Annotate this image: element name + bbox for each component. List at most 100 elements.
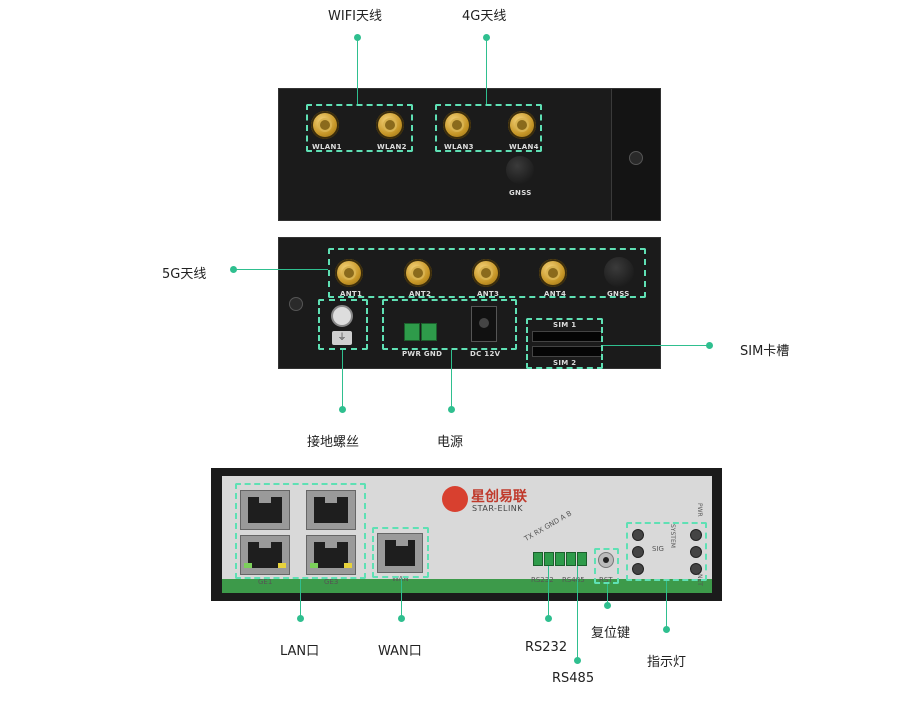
dc-jack	[471, 306, 497, 342]
ge1-label: GE1	[258, 578, 273, 586]
4g-antenna-leader	[486, 38, 487, 104]
ant3-connector	[472, 259, 500, 287]
ant4-label: ANT4	[544, 290, 567, 298]
brand-logo-icon	[442, 486, 468, 512]
wan-port-highlight	[372, 527, 429, 578]
ant4-connector	[539, 259, 567, 287]
lan-port-dot	[297, 615, 304, 622]
ground-screw-label: 接地螺丝	[307, 435, 360, 450]
wlan4-connector	[508, 111, 536, 139]
reset-button	[598, 552, 614, 568]
lan-led-1	[244, 563, 252, 568]
wifi-antenna-label: WIFI天线	[328, 9, 382, 24]
sig-indicator-label: SIG	[652, 545, 664, 553]
middle-gnss-label: GNSS	[607, 290, 630, 298]
wan-port	[377, 533, 423, 573]
wan-port-leader	[401, 578, 402, 617]
reset-highlight	[594, 548, 619, 584]
ground-screw-dot	[339, 406, 346, 413]
lan-port-2	[306, 490, 356, 530]
lan-port-highlight	[235, 483, 366, 579]
ant1-label: ANT1	[340, 290, 363, 298]
indicator-led-4	[690, 529, 702, 541]
lan-port-3	[240, 535, 290, 575]
ant2-label: ANT2	[409, 290, 432, 298]
pwr-terminal	[404, 323, 420, 341]
indicator-leader	[666, 581, 667, 628]
wlan2-connector	[376, 111, 404, 139]
5g-antenna-label: 5G天线	[162, 267, 207, 282]
indicator-dot	[663, 626, 670, 633]
wifi-antenna-leader	[357, 38, 358, 104]
lan-led-3	[310, 563, 318, 568]
wifi-antenna-highlight	[306, 104, 413, 152]
power-label: 电源	[437, 435, 464, 450]
ground-terminal	[331, 305, 353, 327]
wlan3-connector	[443, 111, 471, 139]
dc-12v-label: DC 12V	[470, 350, 501, 358]
4g-antenna-highlight	[435, 104, 542, 152]
sim2-label: SIM 2	[553, 359, 577, 367]
rs232-leader	[548, 566, 549, 617]
ge3-label: GE3	[324, 578, 339, 586]
top-device-panel	[278, 88, 661, 221]
lan-port-label: LAN口	[280, 644, 320, 659]
sim-slot-leader	[603, 345, 707, 346]
power-dot	[448, 406, 455, 413]
front-green-strip	[222, 579, 712, 593]
ground-screw-highlight	[318, 299, 368, 350]
rs232-label: RS232	[525, 640, 568, 655]
5g-antenna-dot	[230, 266, 237, 273]
ant2-connector	[404, 259, 432, 287]
reset-key-label: 复位键	[591, 626, 631, 641]
wan-port-label: WAN口	[378, 644, 422, 659]
reset-dot	[604, 602, 611, 609]
ant1-connector	[335, 259, 363, 287]
4g-antenna-dot	[483, 34, 490, 41]
sim-slot-highlight	[526, 318, 603, 369]
reset-leader	[607, 584, 608, 604]
brand-name-en: STAR-ELINK	[472, 504, 524, 513]
4g-antenna-label: 4G天线	[462, 9, 507, 24]
gnd-terminal	[421, 323, 437, 341]
rs485-label: RS485	[552, 671, 595, 686]
wlan2-label: WLAN2	[377, 143, 407, 151]
rs485-b-terminal	[577, 552, 587, 566]
indicator-led-1	[632, 529, 644, 541]
indicator-led-5	[690, 546, 702, 558]
rs485-a-terminal	[566, 552, 576, 566]
brand-name-cn: 星创易联	[471, 489, 527, 505]
lan-port-leader	[300, 579, 301, 617]
rs485-small-label: RS485	[562, 576, 585, 584]
sim-slot-label: SIM卡槽	[740, 344, 790, 359]
pwr-gnd-label: PWR GND	[402, 350, 443, 358]
lan-port-4	[306, 535, 356, 575]
rs485-leader	[577, 566, 578, 659]
lan-led-2	[278, 563, 286, 568]
flange-screw	[629, 151, 643, 165]
lan-port-1	[240, 490, 290, 530]
rs485-dot	[574, 657, 581, 664]
ground-symbol-icon: ⏚	[332, 331, 352, 345]
5g-antenna-highlight	[328, 248, 646, 298]
wan-port-dot	[398, 615, 405, 622]
indicator-led-3	[632, 563, 644, 575]
indicator-highlight	[626, 522, 707, 581]
indicator-led-6	[690, 563, 702, 575]
sim-slot-dot	[706, 342, 713, 349]
rs232-tx-terminal	[533, 552, 543, 566]
wlan1-connector	[311, 111, 339, 139]
wan-small-label: WAN	[392, 575, 409, 583]
wlan1-label: WLAN1	[312, 143, 342, 151]
top-gnss-connector	[506, 156, 534, 184]
ant3-label: ANT3	[477, 290, 500, 298]
5g-antenna-leader	[234, 269, 328, 270]
power-leader	[451, 350, 452, 408]
power-highlight	[382, 299, 517, 350]
rs232-small-label: RS232	[531, 576, 554, 584]
rst-label: RST	[599, 576, 613, 584]
wlan3-label: WLAN3	[444, 143, 474, 151]
middle-gnss-connector	[604, 257, 634, 287]
indicator-led-2	[632, 546, 644, 558]
ground-screw-leader	[342, 350, 343, 408]
